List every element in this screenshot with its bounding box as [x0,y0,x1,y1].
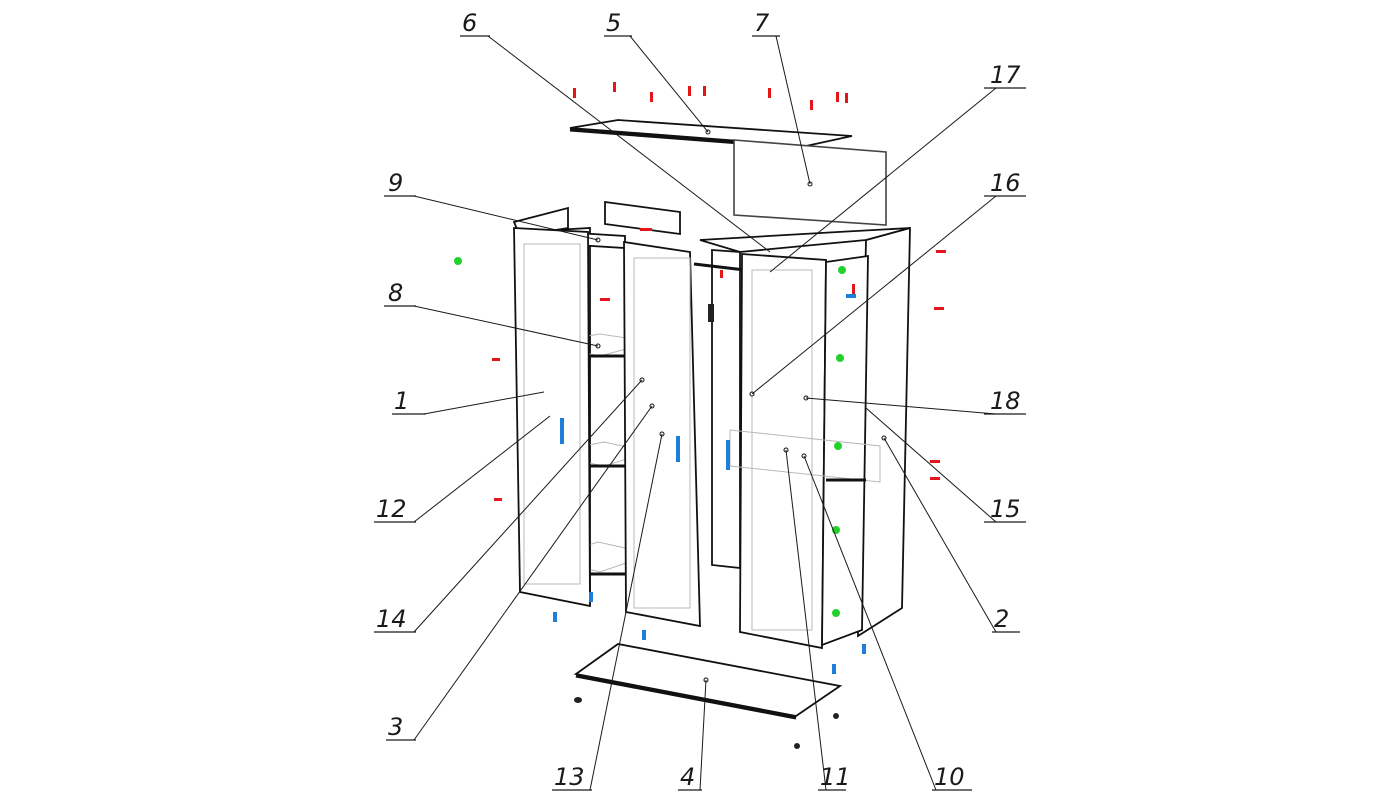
callout-underlines [374,35,1026,791]
middle-door [739,253,827,650]
callout-12: 12 [376,495,407,523]
callout-labels: 6 5 7 17 16 9 8 1 18 12 15 14 2 3 13 4 1… [376,9,1021,791]
callout-8: 8 [388,279,403,307]
callout-9: 9 [388,169,403,197]
callout-11: 11 [820,763,851,791]
callout-13: 13 [554,763,585,791]
callout-1: 1 [394,387,409,415]
blue-hardware-group [553,294,866,674]
red-hardware-group [492,82,946,501]
callout-4: 4 [680,763,695,791]
dark-hardware-group [574,304,839,749]
left-door [513,227,591,608]
callout-3: 3 [388,713,403,741]
callout-16: 16 [990,169,1021,197]
leader-lines [413,35,997,791]
top-panel [569,119,853,150]
callout-2: 2 [994,605,1009,633]
right-side-panel [699,226,911,638]
right-inner-frame [729,254,881,647]
callout-18: 18 [990,387,1021,415]
callout-7: 7 [754,9,770,37]
green-hardware-group [454,257,846,617]
callout-5: 5 [606,9,621,37]
callout-15: 15 [990,495,1021,523]
callout-14: 14 [376,605,407,633]
bottom-panel [573,643,843,720]
callout-17: 17 [990,61,1021,89]
callout-6: 6 [462,9,477,37]
callout-10: 10 [934,763,965,791]
